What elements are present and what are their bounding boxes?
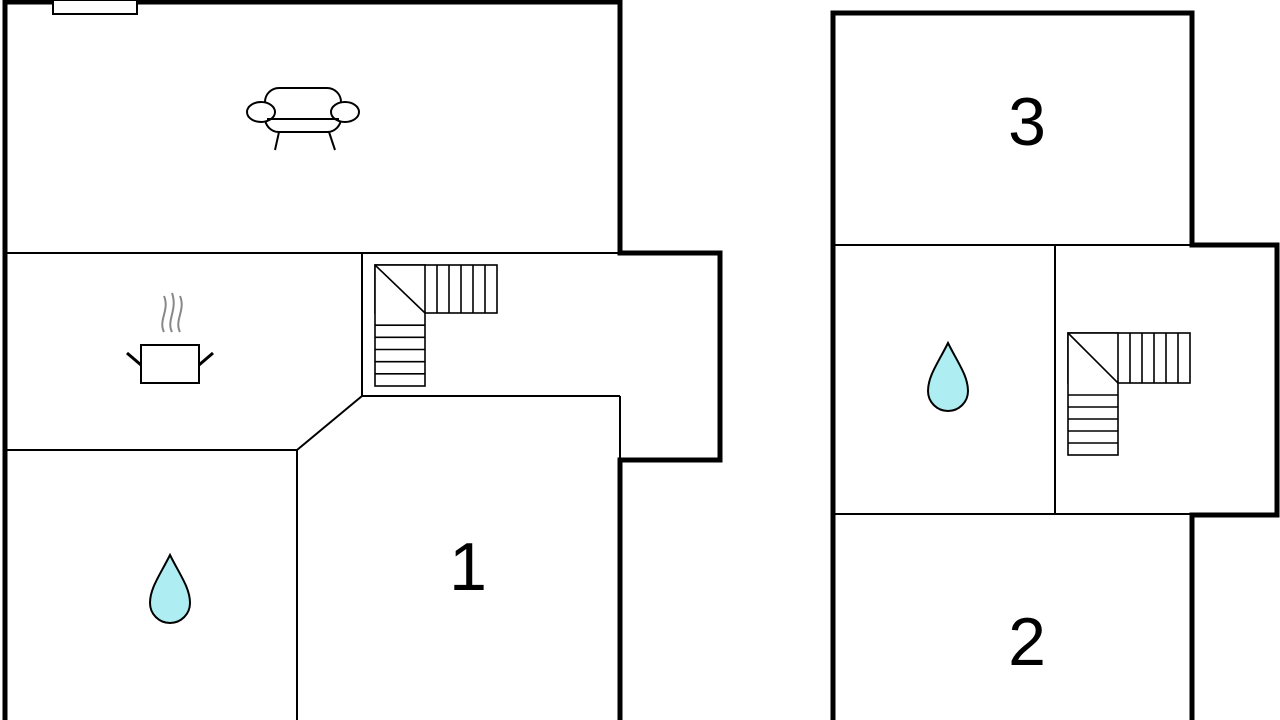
room-label: 1	[449, 529, 487, 605]
cooking-pot-icon	[126, 292, 214, 384]
room-label: 2	[1008, 604, 1046, 680]
upper-floor-plan: 3 2	[830, 10, 1280, 720]
stairs-icon	[374, 264, 498, 387]
sofa-icon	[246, 87, 360, 151]
interior-walls	[833, 244, 1192, 515]
water-drop-icon	[926, 340, 970, 412]
stairs-icon	[1067, 332, 1191, 456]
ground-floor-plan: 1	[2, 0, 723, 720]
room-label: 3	[1008, 84, 1046, 160]
interior-walls	[5, 252, 621, 720]
water-drop-icon	[148, 552, 192, 624]
window	[52, 0, 138, 15]
outer-walls	[830, 10, 1280, 720]
